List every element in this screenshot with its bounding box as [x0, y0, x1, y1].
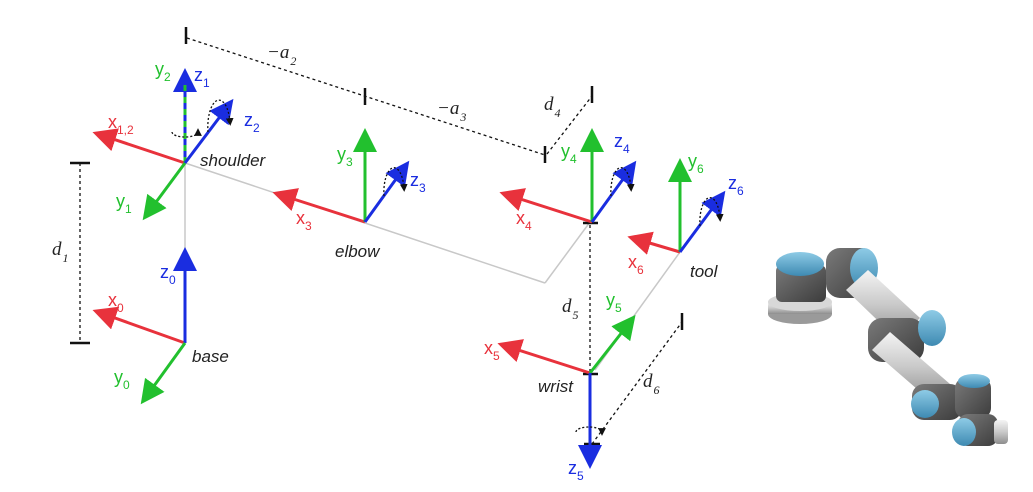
joint2-rotation-icon [207, 99, 234, 133]
x3-arrow [272, 188, 366, 224]
z1-label: z1 [194, 65, 210, 90]
dimension-labels: d1 −a2 −a3 d4 d5 d6 [52, 42, 660, 397]
frame-elbow: x3 y3 z3 elbow [272, 128, 426, 261]
y5-arrow [588, 314, 636, 374]
y0-label: y0 [114, 367, 130, 392]
d6-label: d6 [643, 371, 660, 397]
frame-wrist: x5 y5 z5 wrist [484, 290, 636, 483]
x0-label: x0 [108, 290, 124, 315]
base-label: base [192, 347, 229, 366]
a2-label: −a2 [267, 42, 296, 68]
robot-arm-illustration [768, 248, 1008, 446]
d4-label: d4 [544, 94, 561, 120]
d1-label: d1 [52, 239, 69, 265]
frame-tool: x6 y6 z6 tool [627, 151, 744, 281]
d4-dimension [546, 86, 594, 155]
z3-label: z3 [410, 170, 426, 195]
z2-arrow [183, 98, 234, 164]
x12-label: x1,2 [108, 112, 134, 137]
a2-a3-dimension [184, 27, 547, 163]
y4-label: y4 [561, 141, 577, 166]
x6-label: x6 [628, 252, 644, 277]
shoulder-label: shoulder [200, 151, 267, 170]
x4-label: x4 [516, 208, 532, 233]
d1-dimension [70, 161, 90, 345]
y5-label: y5 [606, 290, 622, 315]
z5-label: z5 [568, 458, 584, 483]
y3-label: y3 [337, 144, 353, 169]
x6-arrow [627, 231, 681, 255]
frame-shoulder: x1,2 y1 y2 z1 z2 shoulder [92, 59, 267, 221]
z4-label: z4 [614, 131, 630, 156]
d5-dimension [583, 221, 598, 376]
x0-arrow [92, 306, 186, 345]
y2-label: y2 [155, 59, 171, 84]
d5-label: d5 [562, 296, 579, 322]
x3-label: x3 [296, 208, 312, 233]
joint3-rotation-icon [383, 167, 408, 197]
joint6-rotation-icon [699, 197, 724, 227]
frame-base: x0 z0 y0 base [92, 247, 229, 405]
z6-label: z6 [728, 173, 744, 198]
y1-label: y1 [116, 191, 132, 216]
x4-arrow [499, 188, 593, 224]
y1-arrow [142, 162, 187, 221]
x12-arrow [92, 128, 186, 165]
tool-label: tool [690, 262, 719, 281]
joint4-rotation-icon [610, 167, 635, 197]
y0-arrow [140, 342, 187, 405]
a3-label: −a3 [437, 98, 466, 124]
y6-label: y6 [688, 151, 704, 176]
frame-4: x4 y4 z4 [499, 128, 637, 233]
elbow-label: elbow [335, 242, 381, 261]
x5-label: x5 [484, 338, 500, 363]
dimension-lines [70, 27, 684, 446]
wrist-label: wrist [538, 377, 574, 396]
z0-label: z0 [160, 262, 176, 287]
z2-label: z2 [244, 110, 260, 135]
x5-arrow [497, 339, 591, 375]
d6-dimension [584, 313, 684, 446]
robot-links [184, 162, 681, 371]
